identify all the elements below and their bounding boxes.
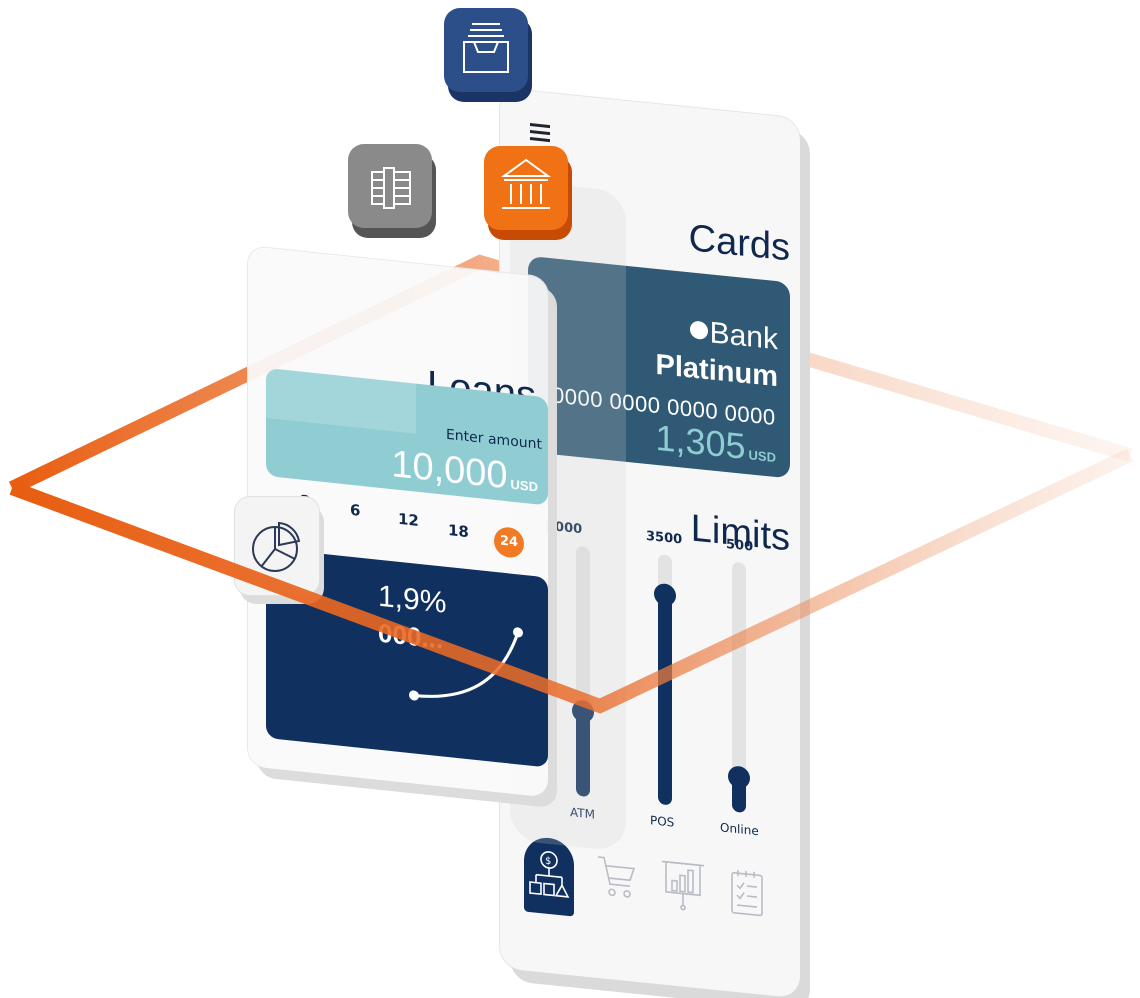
rate-curve-icon [409,627,523,701]
bottom-nav: $ [524,835,784,941]
cash-stack-icon [371,167,411,209]
nav-item-shop[interactable] [596,851,636,909]
archive-tray-icon [463,23,509,73]
cards-phone-screen: Cards Bank Platinum 0000 0000 0000 0000 … [500,88,800,998]
nav-item-finance[interactable]: $ [524,835,574,917]
checklist-icon [731,870,763,917]
bank-building-icon [500,158,552,209]
dollar-flowchart-icon: $ [529,851,570,898]
pie-chart-icon [252,521,301,572]
archive-tile-face [444,8,528,92]
loan-rate-card[interactable]: 1,9% 000... [266,547,548,768]
presentation-chart-icon [662,860,704,911]
archive-tile[interactable] [444,8,534,104]
shopping-cart-icon [598,856,636,898]
cash-tile-face [348,144,432,228]
cash-tile[interactable] [348,144,438,240]
svg-text:$: $ [545,856,551,868]
bank-tile-face [484,146,568,230]
bank-tile[interactable] [484,146,574,242]
nav-item-reports[interactable] [660,857,706,922]
nav-item-tasks[interactable] [728,866,768,930]
